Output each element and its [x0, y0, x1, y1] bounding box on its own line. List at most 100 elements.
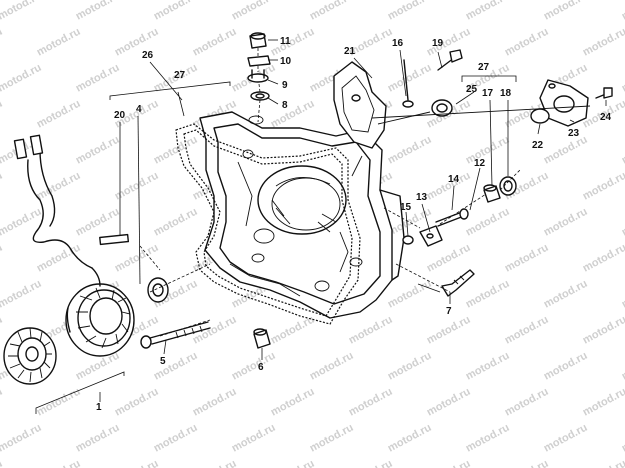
bolt-19 [437, 49, 463, 71]
watermark-text: motod.ru [152, 206, 200, 239]
watermark-text: motod.ru [503, 386, 551, 419]
watermark-text: motod.ru [35, 458, 83, 468]
watermark-text: motod.ru [308, 0, 356, 23]
callout-12: 12 [474, 158, 486, 169]
watermark-text: motod.ru [35, 386, 83, 419]
watermark-text: motod.ru [191, 26, 239, 59]
watermark-text: motod.ru [581, 386, 625, 419]
watermark-text: motod.ru [269, 386, 317, 419]
watermark-text: motod.ru [0, 242, 5, 275]
watermark-text: motod.ru [269, 26, 317, 59]
watermark-text: motod.ru [425, 242, 473, 275]
callout-21: 21 [344, 46, 356, 57]
watermark-text: motod.ru [152, 0, 200, 23]
watermark-text: motod.ru [347, 314, 395, 347]
callout-14: 14 [448, 174, 460, 185]
callout-23: 23 [568, 128, 580, 139]
watermark-text: motod.ru [347, 458, 395, 468]
watermark-text: motod.ru [35, 26, 83, 59]
watermark-text: motod.ru [0, 0, 44, 23]
watermark-text: motod.ru [464, 278, 512, 311]
bolt-7 [441, 269, 475, 297]
watermark-text: motod.ru [581, 458, 625, 468]
watermark-text: motod.ru [620, 0, 625, 23]
watermark-text: motod.ru [269, 458, 317, 468]
callout-8: 8 [282, 100, 288, 111]
watermark-text: motod.ru [542, 350, 590, 383]
watermark-text: motod.ru [35, 98, 83, 131]
callout-11: 11 [280, 36, 291, 47]
watermark-text: motod.ru [113, 458, 161, 468]
callout-15: 15 [400, 202, 412, 213]
dowel-pin [253, 328, 271, 349]
watermark-text: motod.ru [0, 314, 5, 347]
cover-gasket-inner [183, 129, 353, 317]
watermark-text: motod.ru [74, 134, 122, 167]
watermark-text: motod.ru [230, 0, 278, 23]
watermark-text: motod.ru [113, 242, 161, 275]
watermark-text: motod.ru [0, 98, 5, 131]
watermark-text: motod.ru [152, 134, 200, 167]
watermark-text: motod.ru [0, 458, 5, 468]
callout-24: 24 [600, 112, 612, 123]
o-ring-22 [530, 108, 550, 124]
callout-22: 22 [532, 140, 544, 151]
screw-24 [595, 87, 613, 99]
crankcase-cover [199, 111, 405, 319]
watermark-text: motod.ru [191, 386, 239, 419]
flange-23 [539, 79, 589, 127]
watermark-text: motod.ru [425, 386, 473, 419]
sleeve-17 [483, 184, 501, 203]
watermark-text: motod.ru [464, 350, 512, 383]
callout-20: 20 [114, 110, 126, 121]
watermark-text: motod.ru [620, 134, 625, 167]
watermark-text: motod.ru [386, 0, 434, 23]
callout-1: 1 [96, 402, 102, 413]
watermark-text: motod.ru [503, 458, 551, 468]
callout-13: 13 [416, 192, 428, 203]
callout-25: 25 [466, 84, 478, 95]
leader-lines [35, 39, 607, 414]
watermark-text: motod.ru [464, 134, 512, 167]
callout-5: 5 [160, 356, 166, 367]
watermark-text: motod.ru [620, 350, 625, 383]
oil-seal-25 [431, 99, 453, 117]
watermark-text: motod.ru [386, 62, 434, 95]
watermark-text: motod.ru [230, 422, 278, 455]
bracket-13 [419, 225, 443, 247]
watermark-text: motod.ru [503, 242, 551, 275]
watermark-text: motod.ru [35, 170, 83, 203]
stator-wiring [13, 134, 101, 287]
watermark-text: motod.ru [542, 422, 590, 455]
watermark-text: motod.ru [542, 134, 590, 167]
callout-17: 17 [482, 88, 494, 99]
bearing-18 [499, 176, 517, 196]
rotor [3, 327, 57, 385]
watermark-text: motod.ru [0, 386, 5, 419]
callout-16: 16 [392, 38, 404, 49]
screw-16 [402, 59, 414, 108]
watermark-text: motod.ru [113, 26, 161, 59]
watermark-text: motod.ru [542, 0, 590, 23]
watermark-text: motod.ru [386, 422, 434, 455]
watermark-text: motod.ru [386, 278, 434, 311]
breather-stack [247, 32, 271, 123]
watermark-text: motod.ru [0, 26, 5, 59]
watermark-text: motod.ru [503, 314, 551, 347]
callout-27-left: 27 [174, 70, 186, 81]
collar-15 [402, 235, 414, 245]
watermark-text: motod.ru [230, 350, 278, 383]
watermark-text: motod.ru [464, 0, 512, 23]
watermark-text: motod.ru [503, 26, 551, 59]
callout-6: 6 [258, 362, 264, 373]
callout-labels: 1 4 5 6 7 8 9 10 11 12 13 14 15 16 17 18… [96, 36, 612, 413]
watermark-text: motod.ru [581, 26, 625, 59]
watermark-text: motod.ru [464, 206, 512, 239]
callout-18: 18 [500, 88, 512, 99]
bolt-14 [435, 208, 469, 227]
stator [65, 283, 135, 357]
watermark-text: motod.ru [542, 206, 590, 239]
callout-26: 26 [142, 50, 154, 61]
watermark-text: motod.ru [152, 422, 200, 455]
